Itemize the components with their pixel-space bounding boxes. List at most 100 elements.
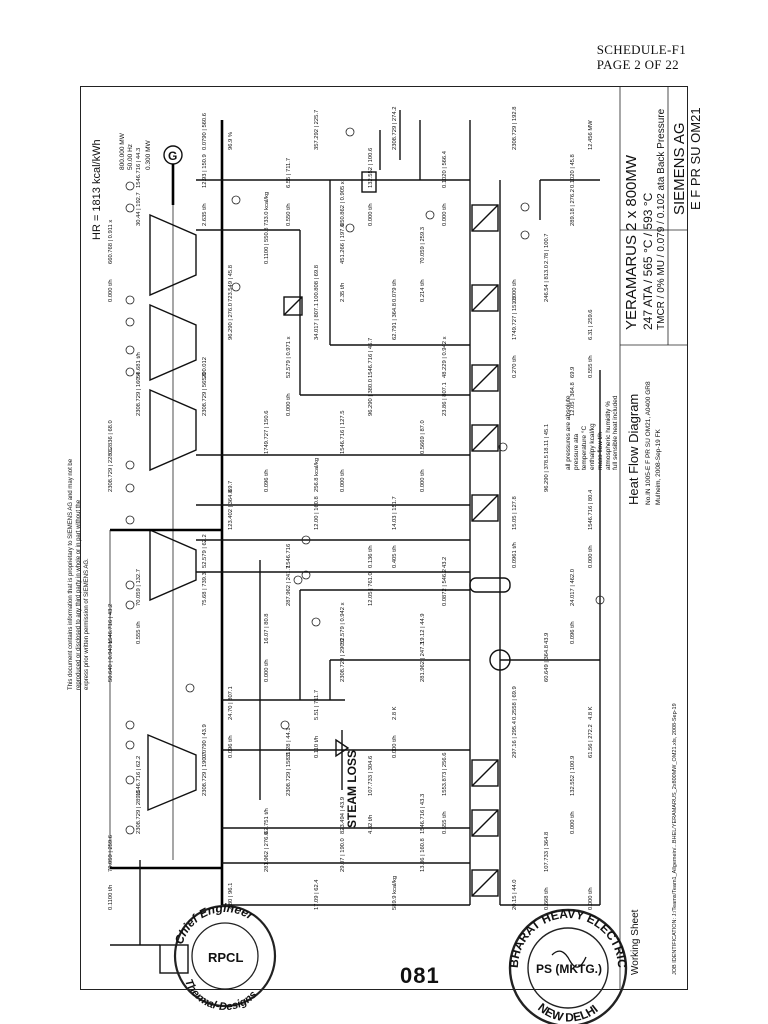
stream-annotation: 0.1020 | 566.4	[442, 150, 448, 188]
doc-number: No.IN 1005-E F PR SU OM21, A0400 GR8	[645, 381, 652, 505]
stream-annotation: 1546.716 | 43.2	[108, 604, 114, 644]
stream-annotation: 52.579 | 62.2	[202, 534, 208, 568]
stream-annotation: 0.096 t/h	[264, 469, 270, 492]
stream-annotation: 0.000 t/h	[392, 735, 398, 758]
stream-annotation: 24.70 | 807.1	[228, 686, 234, 720]
stream-annotation: 1546.716 | 127.5	[340, 411, 346, 454]
page-number: 081	[400, 963, 440, 988]
stream-annotation: 30.44 | 192.7	[136, 192, 142, 226]
stream-annotation: 18.11 | 45.1	[544, 424, 550, 454]
stream-annotation: 19.12 | 44.9	[420, 613, 426, 644]
schedule-label: SCHEDULE-F1	[596, 42, 686, 57]
stream-annotation: 13.86 | 160.8	[420, 838, 426, 872]
pipework	[109, 110, 601, 974]
stream-annotation: 6.31 | 259.6	[588, 309, 594, 340]
stream-annotation: 15.05 | 127.8	[512, 496, 518, 530]
stream-annotation: 1546.716 | 80.4	[588, 489, 594, 530]
stream-annotation: 23.86 | 807.1	[442, 382, 448, 416]
svg-text:express prior written permissi: express prior written permission of SIEM…	[84, 558, 90, 690]
schedule-header: SCHEDULE-F1 PAGE 2 OF 22	[597, 42, 686, 72]
stream-annotation: 0.000 t/h	[108, 279, 114, 302]
stream-annotation: 2.635 t/h	[202, 203, 208, 226]
stream-annotation: 4.32 t/h	[368, 815, 374, 834]
stream-annotation: 1749.727 | 151.8	[512, 297, 518, 340]
stream-annotation: 1546.716 | 45.7	[368, 338, 374, 378]
stream-annotation: 2.8 K	[392, 706, 398, 720]
stream-annotation: 58.681 t/h	[136, 352, 142, 378]
stream-annotation: 69.9	[570, 367, 576, 378]
stream-annotation: 0.000 t/h	[442, 203, 448, 226]
stream-annotation: 12.05 | 761.0	[368, 572, 374, 606]
stream-annotation: 132.552 | 100.6	[368, 148, 374, 188]
stream-annotation: 281.962 | 276.0	[264, 832, 270, 872]
stream-annotation: 200.012	[202, 357, 208, 378]
stream-annotation: 256.8 kcal/kg	[314, 458, 320, 492]
page-label: PAGE 2 OF 22	[596, 57, 679, 72]
load-case: TMCR / 0% MU / 0.079 / 0.102 ata Back Pr…	[656, 108, 667, 330]
stream-annotation: 17.09 | 62.4	[314, 879, 320, 910]
stream-annotation: 0.1100 t/h	[108, 885, 114, 910]
stream-annotation: 123.402 | 364.8	[228, 490, 234, 530]
stream-annotation: 52.579 | 0.971 x	[286, 336, 292, 378]
stream-annotation: 0.2836 | 68.0	[108, 420, 114, 454]
stream-annotation: 589.9 kcal/kg	[392, 876, 398, 910]
stream-annotation: 52.579 | 0.942 x	[340, 602, 346, 644]
stream-annotation: 0.000 t/h	[340, 469, 346, 492]
stream-annotation: 31.28 | 44.1	[286, 727, 292, 758]
stream-annotation: 2308.729 | 565.0	[202, 373, 208, 416]
stream-annotation: 96.290 | 378.5	[544, 455, 550, 492]
stream-annotation: 0.096 t/h	[228, 735, 234, 758]
diagram-title: Heat Flow Diagram	[626, 394, 641, 505]
stream-annotation: 62.751 t/h	[264, 808, 270, 834]
stream-annotation: 1749.727 | 150.6	[264, 411, 270, 454]
stream-annotation: 62.791 | 364.8	[392, 303, 398, 340]
stream-annotation: 850.862 | 0.905 x	[340, 181, 346, 226]
stream-markers	[125, 127, 605, 835]
stream-annotation: 107.733 | 364.8	[544, 832, 550, 872]
stream-annotation: 70.059 | 259.3	[420, 227, 426, 264]
heat-rate: HR = 1813 kcal/kWh	[91, 139, 103, 240]
stream-annotation: 0.555 t/h	[136, 621, 142, 644]
svg-text:pressure ata: pressure ata	[573, 433, 580, 470]
project-title: YERAMARUS 2 x 800MW	[623, 154, 640, 330]
stream-annotation: 0.079 t/h	[392, 279, 398, 302]
stream-annotation: 29.07 | 190.0	[340, 838, 346, 872]
stream-annotation: 0.000 t/h	[286, 393, 292, 416]
stream-annotation: 24.017 | 462.0	[570, 569, 576, 606]
stream-annotation: 357.292 | 225.7	[314, 110, 320, 150]
stream-annotation: 43.9	[544, 633, 550, 644]
title-block: YERAMARUS 2 x 800MW 247 ATA / 565 °C / 5…	[619, 86, 703, 990]
stream-annotation: 2308.729 | 190.7	[202, 753, 208, 796]
stream-annotation: 0.5669 | 87.0	[420, 420, 426, 454]
svg-text:atmospheric humidity %: atmospheric humidity %	[605, 401, 612, 470]
svg-text:Thermal-Designs: Thermal-Designs	[182, 978, 259, 1014]
stream-annotation: 2308.729 | 290.0	[340, 639, 346, 682]
stream-annotation: 0.0961 t/h	[512, 542, 518, 568]
stream-annotation: 1546.716	[286, 544, 292, 568]
stamp-rpcl-text: RPCL	[208, 950, 243, 965]
stream-annotation: 0.405 t/h	[392, 545, 398, 568]
svg-text:enthalpy kcal/kg: enthalpy kcal/kg	[589, 423, 596, 470]
stream-annotation: 6.55 | 711.7	[286, 158, 292, 188]
doc-code: E F PR SU OM21	[688, 107, 703, 210]
job-identification: JOB IDENTIFICATION: J:/Teams/Team1_Allge…	[672, 703, 678, 975]
stream-annotation: 0.000 t/h	[588, 887, 594, 910]
stream-annotation: 50.640 | 0.943 x	[108, 640, 114, 682]
stream-annotation: 100.808 | 69.8	[314, 265, 320, 302]
stream-annotation: 2308.729 | 228.6	[108, 449, 114, 492]
stream-annotation: 61.56 | 272.2	[588, 724, 594, 758]
svg-text:800.000 MW: 800.000 MW	[119, 132, 126, 170]
stream-annotation: 0.2558 | 69.9	[512, 686, 518, 720]
stream-annotation: 107.733 | 304.6	[368, 756, 374, 796]
stream-annotation: 0.0790 | 560.6	[202, 113, 208, 150]
stream-annotation: 0.096 t/h	[570, 621, 576, 644]
stream-annotation: 2308.729 | 158.3	[286, 753, 292, 796]
svg-text:all pressures are absolute: all pressures are absolute	[565, 395, 572, 470]
stream-annotation: 75.68 | 739.3	[202, 572, 208, 606]
stream-annotation: 297.16 | 295.4	[512, 720, 518, 758]
stream-annotation: 0.1020 | 45.8	[570, 154, 576, 188]
stream-annotation: 451.266 | 197.6	[340, 224, 346, 264]
stamp-thermal-text: Thermal-Designs	[182, 978, 259, 1014]
stream-annotations: 0.0790 | 560.6 850.862 | 0.905 x 0.000 t/h…	[108, 107, 594, 910]
